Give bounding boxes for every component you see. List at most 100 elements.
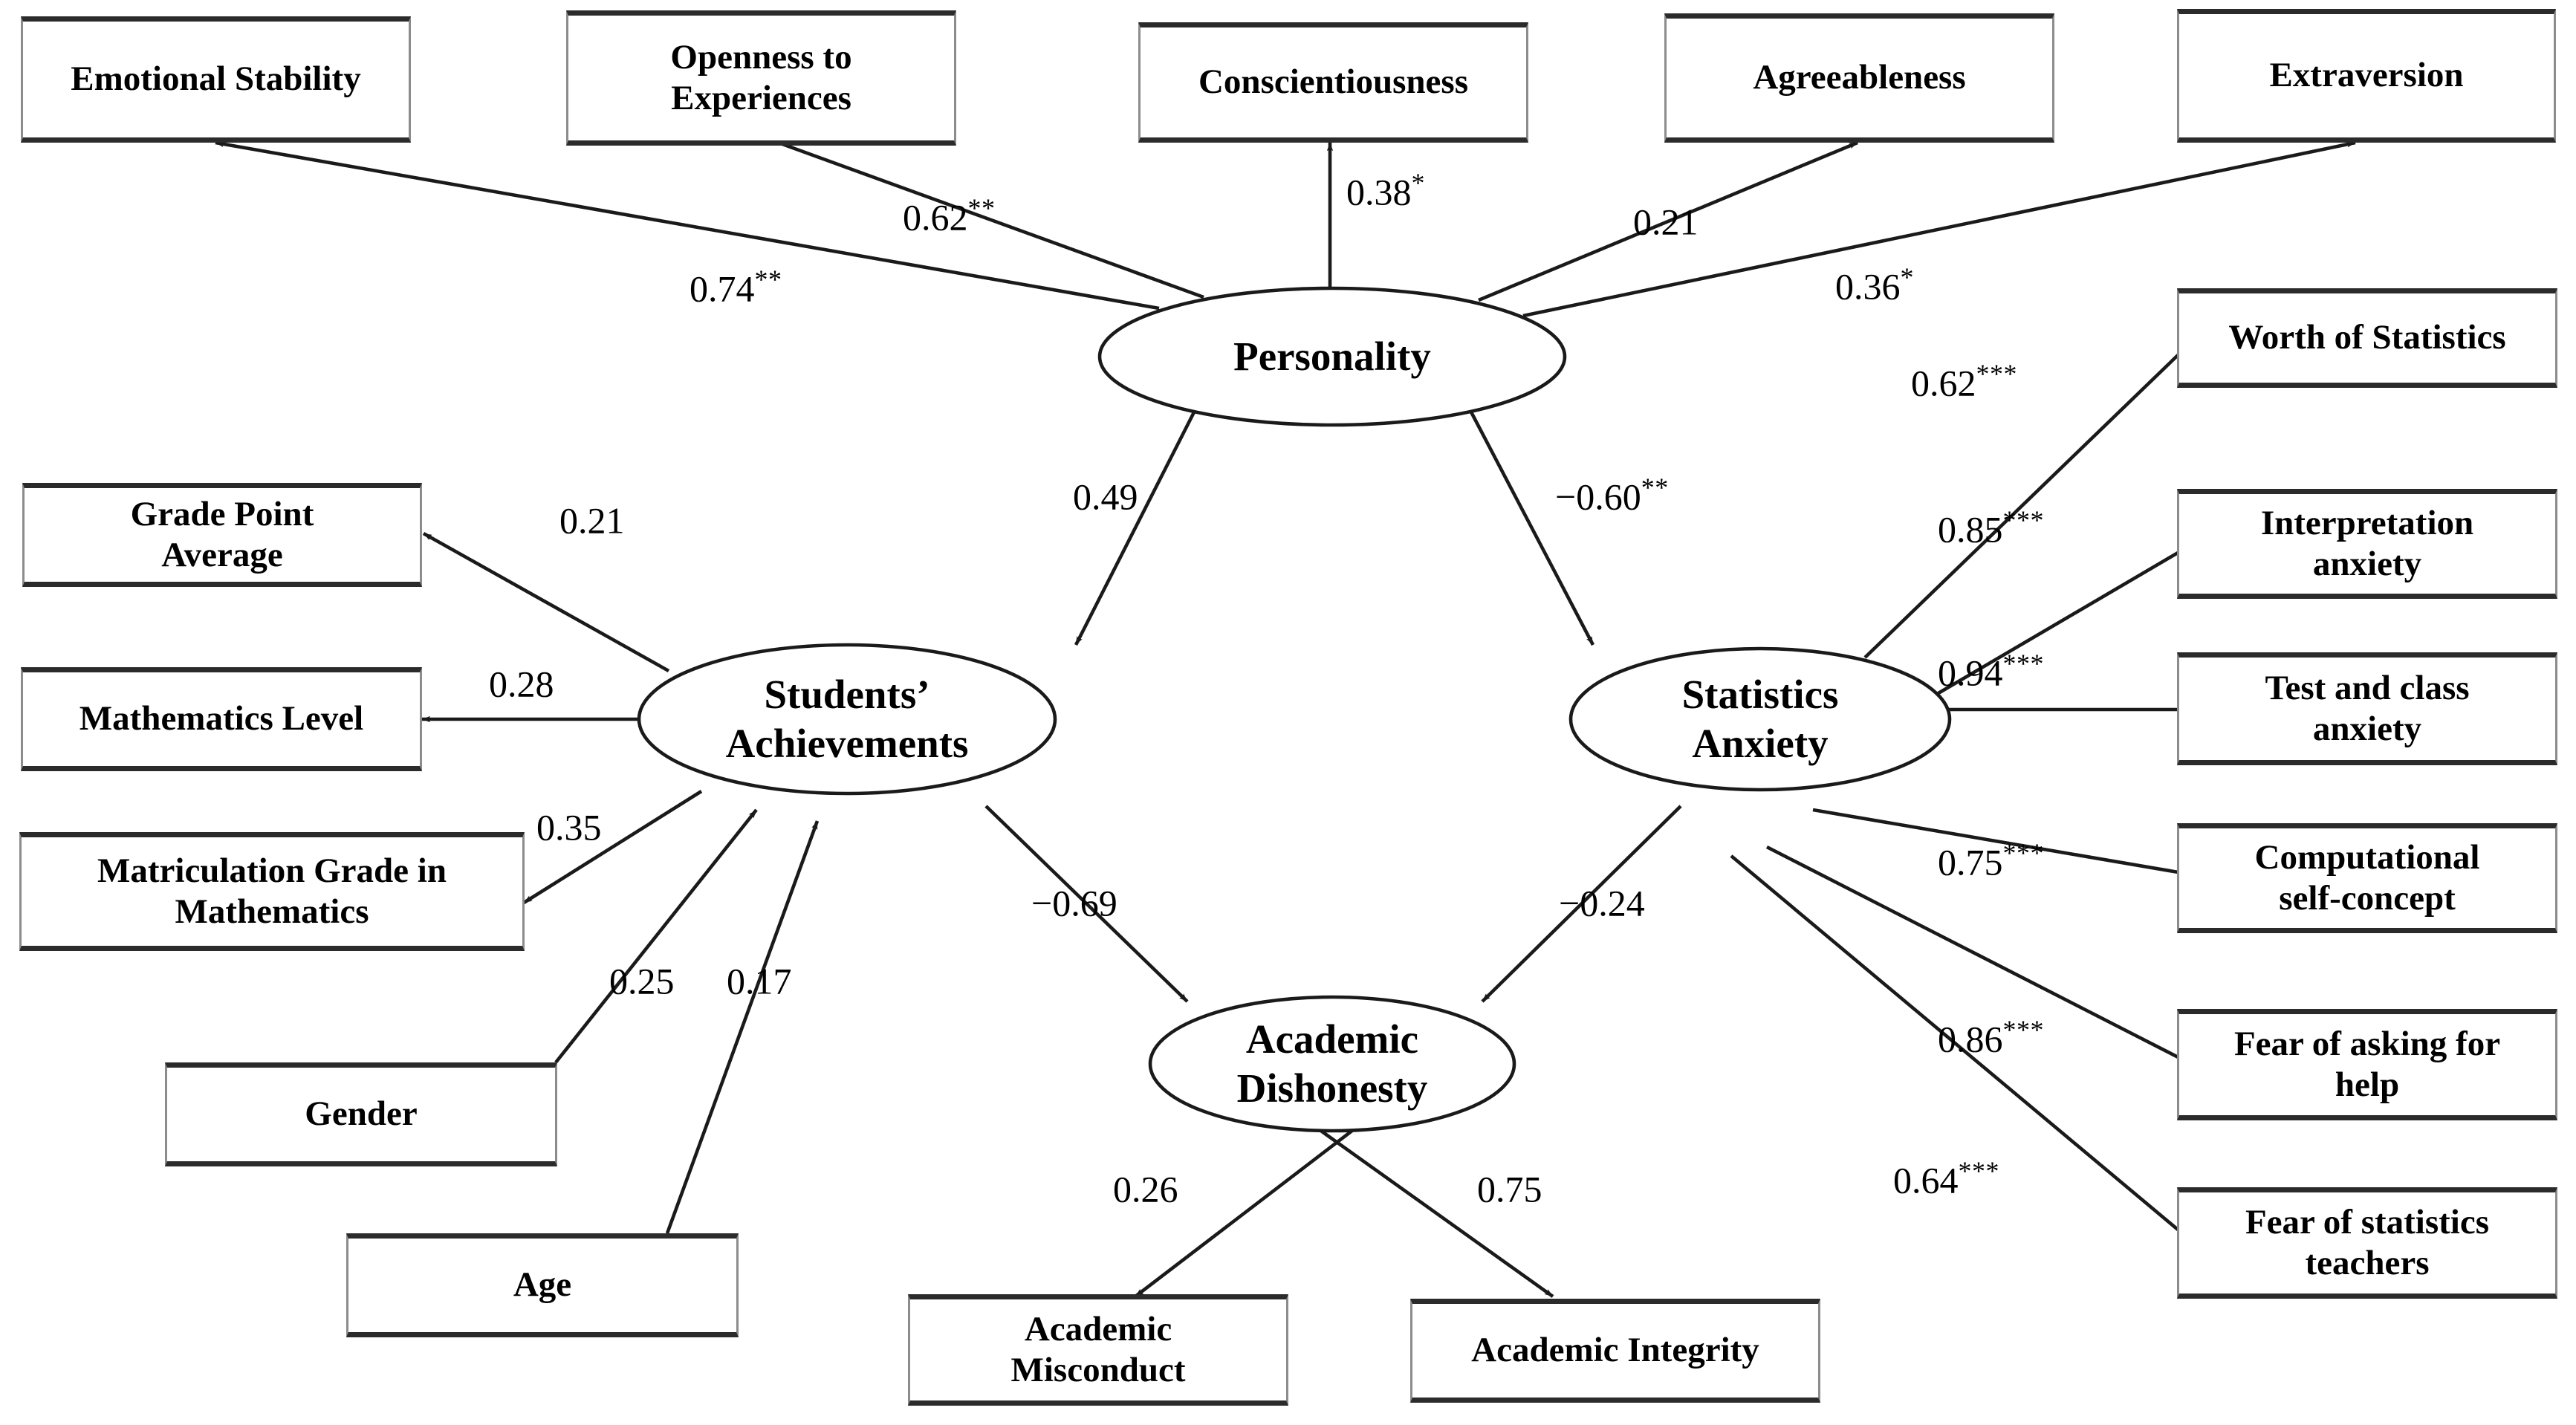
path-coefficient-age: 0.17 (727, 960, 792, 1002)
box-gpa[interactable]: Grade Point Average (22, 483, 422, 587)
edge-gender-to-achievements (554, 808, 758, 1064)
edge-achievements-to-gpa (422, 531, 670, 673)
edge-anxiety-to-fear-asking (1765, 845, 2197, 1068)
box-matriculation[interactable]: Matriculation Grade in Mathematics (19, 832, 525, 951)
edge-dishonesty-to-integrity (1291, 1109, 1554, 1298)
path-stars-computational: *** (2002, 838, 2044, 868)
path-stars-emotional-stability: ** (754, 264, 782, 294)
path-coefficient-computational: 0.75 (1938, 841, 2003, 883)
box-fear-teachers-line2: teachers (2305, 1244, 2430, 1282)
path-stars-fear-teachers: *** (1958, 1156, 1999, 1186)
box-test-class[interactable]: Test and class anxiety (2177, 652, 2557, 765)
path-label-math-level: 0.28 (489, 661, 554, 703)
path-coefficient-extraversion: 0.36 (1835, 265, 1901, 308)
box-math-level-line1: Mathematics Level (79, 699, 364, 739)
path-label-achievements-dishonesty: −0.69 (1031, 880, 1117, 922)
box-conscientiousness-line1: Conscientiousness (1198, 62, 1468, 102)
box-emotional-stability[interactable]: Emotional Stability (21, 16, 411, 143)
path-coefficient-integrity: 0.75 (1477, 1168, 1542, 1210)
box-misconduct-line2: Misconduct (1010, 1351, 1186, 1389)
box-interpretation[interactable]: Interpretation anxiety (2177, 489, 2557, 599)
ellipse-personality[interactable] (1097, 286, 1567, 427)
box-math-level[interactable]: Mathematics Level (21, 667, 422, 771)
path-coefficient-test-class: 0.94 (1938, 652, 2003, 694)
path-coefficient-openness: 0.62 (903, 196, 968, 238)
path-coefficient-gender: 0.25 (609, 960, 675, 1002)
path-coefficient-anxiety: −0.60 (1555, 475, 1641, 518)
path-coefficient-fear-teachers: 0.64 (1893, 1159, 1959, 1201)
path-label-test-class: 0.94*** (1938, 650, 2044, 692)
edge-anxiety-to-worth-of-statistics (1863, 337, 2197, 659)
edge-achievements-to-dishonesty (984, 805, 1189, 1003)
box-misconduct[interactable]: Academic Misconduct (908, 1294, 1288, 1406)
box-openness-line2: Experiences (671, 79, 851, 117)
path-coefficient-achievements-dishonesty: −0.69 (1031, 882, 1117, 924)
path-label-misconduct: 0.26 (1113, 1166, 1178, 1208)
box-extraversion-line1: Extraversion (2269, 56, 2464, 95)
box-test-class-line2: anxiety (2312, 710, 2422, 748)
box-worth-of-statistics[interactable]: Worth of Statistics (2177, 288, 2557, 388)
box-gender[interactable]: Gender (165, 1062, 557, 1166)
box-gpa-line2: Average (161, 536, 283, 574)
box-fear-teachers-line1: Fear of statistics (2245, 1202, 2490, 1241)
path-coefficient-worth-of-statistics: 0.62 (1911, 362, 1976, 404)
path-label-openness: 0.62** (903, 195, 996, 236)
path-label-extraversion: 0.36* (1835, 264, 1914, 305)
box-integrity[interactable]: Academic Integrity (1410, 1299, 1820, 1403)
path-stars-worth-of-statistics: *** (1976, 359, 2017, 389)
box-agreeableness[interactable]: Agreeableness (1664, 13, 2054, 143)
path-coefficient-math-level: 0.28 (489, 663, 554, 705)
box-extraversion[interactable]: Extraversion (2177, 9, 2556, 143)
box-test-class-line1: Test and class (2265, 668, 2470, 707)
box-computational[interactable]: Computational self-concept (2177, 823, 2557, 933)
path-stars-fear-asking: *** (2002, 1015, 2044, 1045)
path-label-integrity: 0.75 (1477, 1166, 1542, 1208)
box-gpa-line1: Grade Point (130, 494, 314, 533)
path-label-achievements: 0.49 (1073, 474, 1138, 516)
box-fear-asking[interactable]: Fear of asking for help (2177, 1009, 2557, 1120)
path-label-gender: 0.25 (609, 958, 675, 1000)
box-interpretation-line2: anxiety (2312, 545, 2422, 583)
edge-personality-to-achievements (1074, 403, 1200, 646)
ellipse-dishonesty[interactable] (1148, 995, 1516, 1133)
box-gender-line1: Gender (305, 1094, 418, 1134)
edge-personality-to-anxiety (1465, 403, 1595, 646)
box-fear-teachers[interactable]: Fear of statistics teachers (2177, 1187, 2557, 1299)
box-emotional-stability-line1: Emotional Stability (71, 59, 361, 99)
path-label-anxiety-dishonesty: −0.24 (1559, 880, 1645, 922)
edge-personality-to-agreeableness (1478, 140, 1858, 302)
path-label-gpa: 0.21 (559, 498, 625, 539)
edge-personality-to-emotional-stability (215, 140, 1160, 311)
path-coefficient-emotional-stability: 0.74 (690, 267, 755, 310)
path-coefficient-anxiety-dishonesty: −0.24 (1559, 882, 1645, 924)
path-label-fear-asking: 0.86*** (1938, 1016, 2044, 1058)
box-matriculation-line2: Mathematics (175, 892, 369, 931)
box-computational-line2: self-concept (2279, 879, 2456, 918)
path-coefficient-interpretation: 0.85 (1938, 508, 2003, 551)
path-label-worth-of-statistics: 0.62*** (1911, 360, 2017, 402)
path-coefficient-misconduct: 0.26 (1113, 1168, 1178, 1210)
box-age-line1: Age (513, 1265, 572, 1305)
box-openness-line1: Openness to (670, 37, 852, 77)
path-label-age: 0.17 (727, 958, 792, 1000)
edge-age-to-achievements (665, 820, 820, 1234)
box-age[interactable]: Age (346, 1233, 739, 1337)
path-coefficient-gpa: 0.21 (559, 499, 625, 542)
box-conscientiousness[interactable]: Conscientiousness (1138, 22, 1528, 143)
path-coefficient-agreeableness: 0.21 (1633, 201, 1699, 243)
path-label-interpretation: 0.85*** (1938, 507, 2044, 548)
box-integrity-line1: Academic Integrity (1471, 1331, 1759, 1370)
box-matriculation-line1: Matriculation Grade in (97, 851, 447, 890)
edge-personality-to-extraversion (1522, 140, 2356, 318)
edge-anxiety-to-computational (1812, 808, 2196, 877)
box-openness[interactable]: Openness to Experiences (566, 10, 956, 146)
box-fear-asking-line1: Fear of asking for (2233, 1024, 2501, 1063)
ellipse-anxiety[interactable] (1568, 646, 1952, 792)
path-coefficient-conscientiousness: 0.38 (1346, 171, 1412, 213)
box-worth-of-statistics-line1: Worth of Statistics (2228, 318, 2506, 357)
path-coefficient-fear-asking: 0.86 (1938, 1018, 2003, 1060)
path-stars-anxiety: ** (1641, 473, 1669, 502)
path-stars-test-class: *** (2002, 649, 2044, 678)
ellipse-achievements[interactable] (637, 643, 1057, 796)
